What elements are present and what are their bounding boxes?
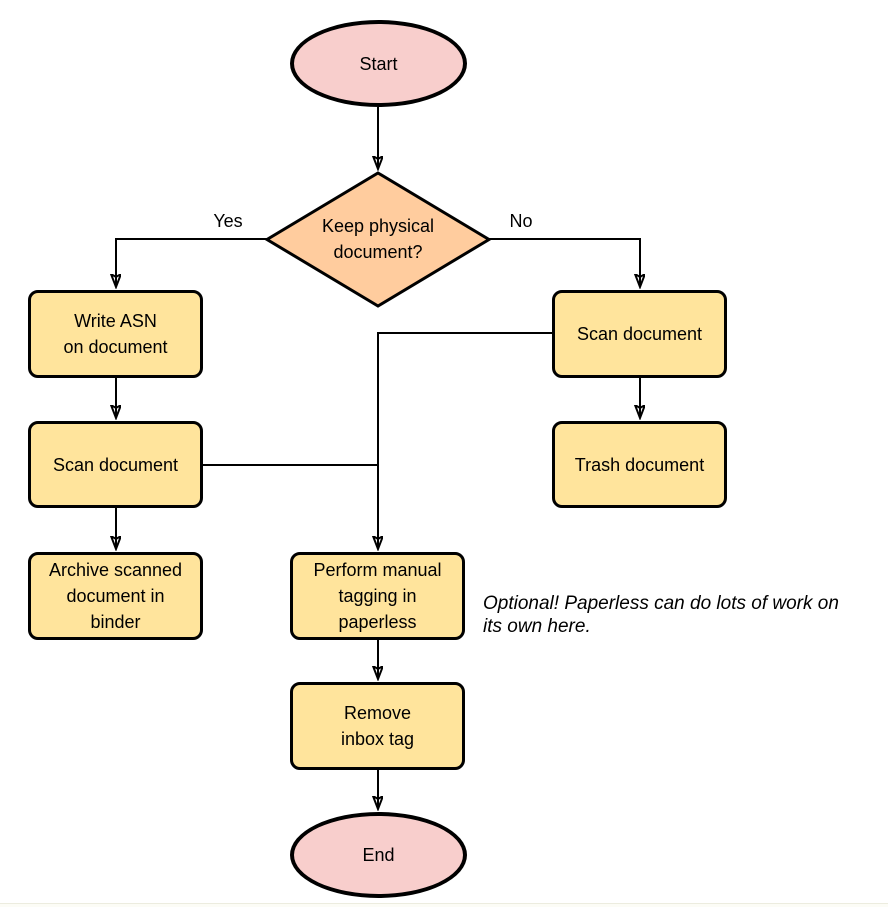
edge-scanright-to-tagging [378,332,552,548]
page-bottom-edge [0,903,888,907]
edge-label-no: No [509,211,533,231]
node-trash-document: Trash document [552,421,727,508]
node-scan-document-left: Scan document [28,421,203,508]
node-end-label: End [362,845,395,865]
node-end: End [290,812,467,898]
node-archive-binder: Archive scanned document in binder [28,552,203,640]
edge-decision-no [489,238,640,286]
node-manual-tagging-label: Perform manual tagging in paperless [313,560,442,632]
node-remove-inbox-tag-label: Remove inbox tag [340,703,415,749]
node-scan-document-left-label: Scan document [52,454,179,475]
optional-note: Optional! Paperless can do lots of work … [483,593,839,637]
node-decision: Keep physical document? [267,172,489,306]
edge-label-yes: Yes [213,211,243,231]
node-scan-document-right-label: Scan document [576,324,703,344]
edge-decision-yes [116,238,267,286]
node-scan-document-right: Scan document [552,290,727,378]
node-decision-label: Keep physical document? [321,216,435,262]
node-write-asn: Write ASN on document [28,290,203,378]
node-remove-inbox-tag: Remove inbox tag [290,682,465,770]
node-start-label: Start [359,53,398,74]
node-manual-tagging: Perform manual tagging in paperless [290,552,465,640]
node-trash-document-label: Trash document [574,454,705,475]
node-write-asn-label: Write ASN on document [63,311,168,357]
node-archive-binder-label: Archive scanned document in binder [48,560,183,632]
node-start: Start [290,20,467,107]
